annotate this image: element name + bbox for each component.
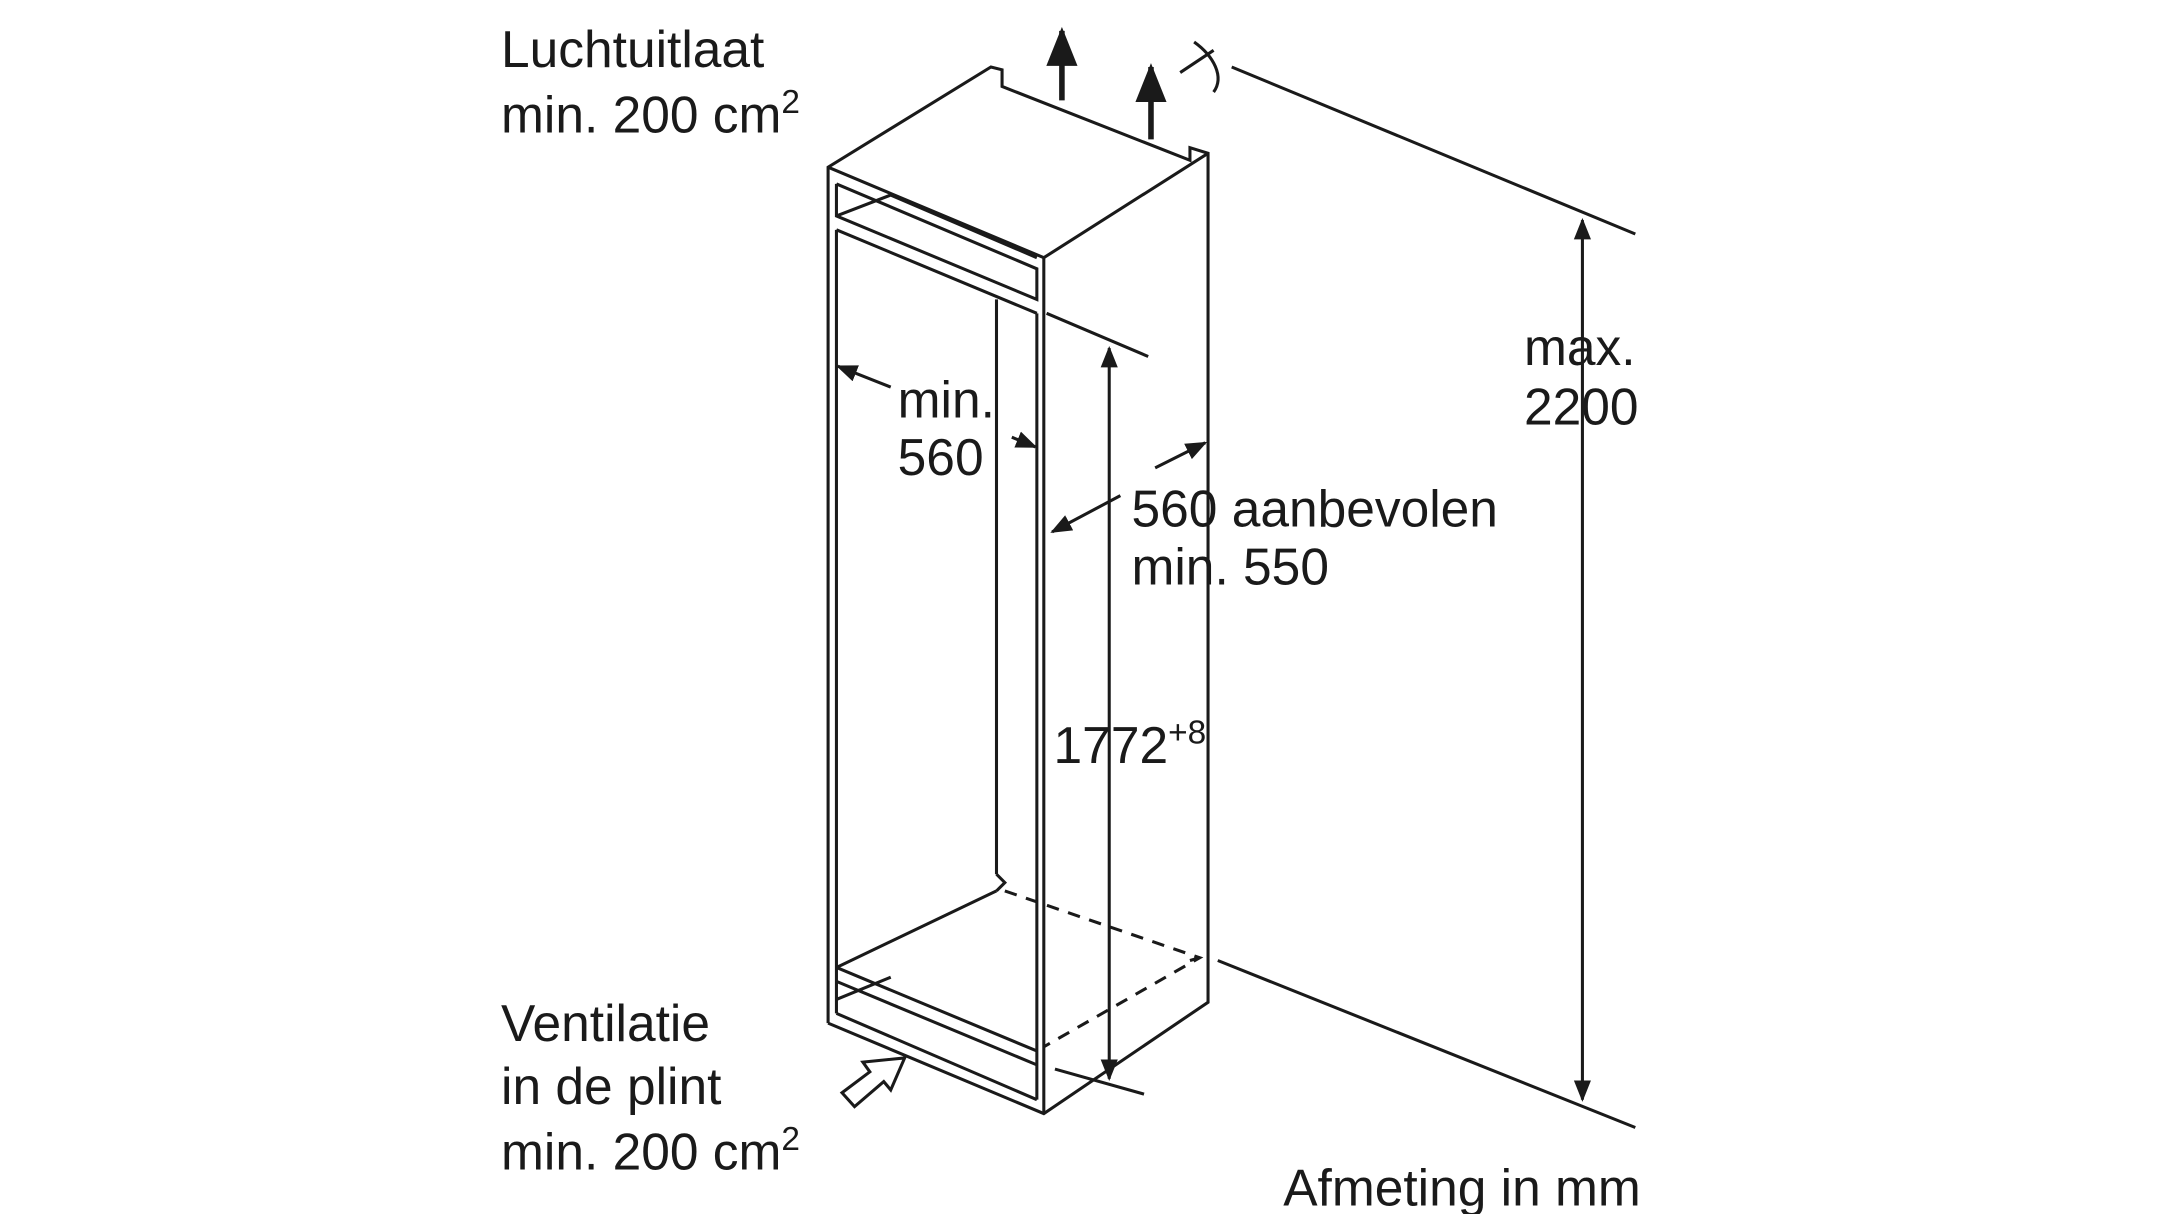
air-inlet-arrow: [839, 1056, 908, 1109]
units-note: Afmeting in mm: [1283, 1158, 1641, 1214]
ventilation-area: min. 200 cm2: [501, 1121, 800, 1180]
depth-recommended: 560 aanbevolen: [1131, 479, 1497, 537]
dimension-lines: [835, 65, 1636, 1129]
max-height-value: 2200: [1524, 378, 1639, 436]
ventilation-label-2: in de plint: [501, 1057, 721, 1115]
rotate-icon: [1179, 40, 1220, 93]
width-value: 560: [898, 428, 984, 486]
air-outlet-area: min. 200 cm2: [501, 84, 800, 143]
depth-min: min. 550: [1131, 538, 1328, 596]
cabinet-niche: [826, 65, 1210, 1116]
max-height-label: max.: [1524, 318, 1636, 376]
niche-height: 1772+8: [1054, 714, 1207, 773]
ventilation-label: Ventilatie: [501, 994, 710, 1052]
width-label: min.: [898, 371, 995, 429]
air-outlet-label: Luchtuitlaat: [501, 20, 764, 78]
